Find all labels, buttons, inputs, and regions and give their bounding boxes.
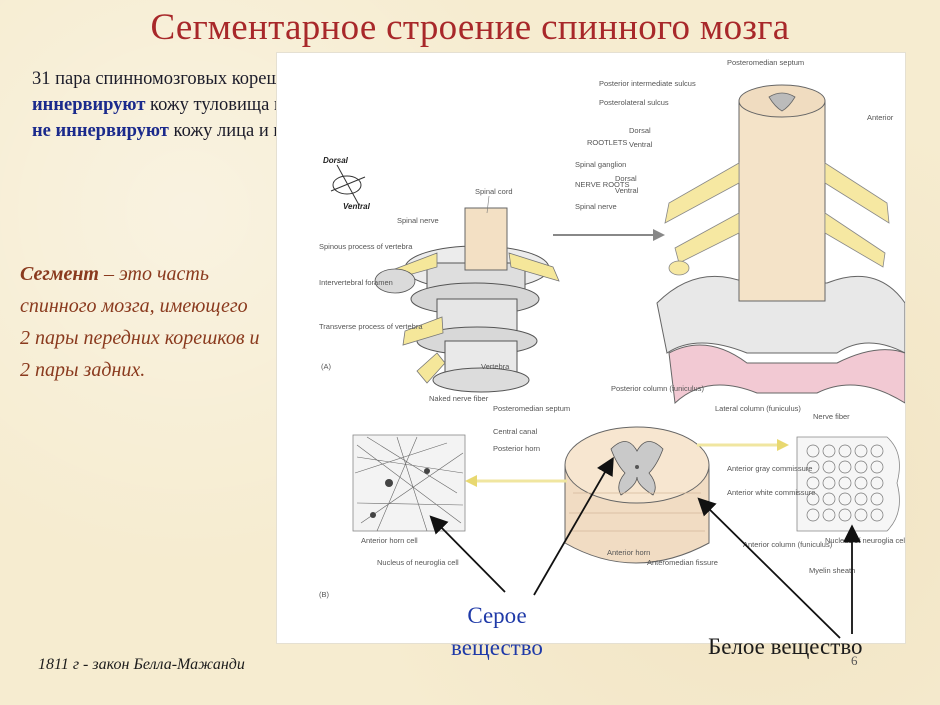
slide-title: Сегментарное строение спинного мозга (150, 7, 790, 48)
gray-matter-histology (352, 434, 466, 532)
nerve-fiber-label: Nerve fiber (813, 412, 850, 421)
orientation-compass: Dorsal Ventral (323, 156, 371, 211)
posterolateral-sulcus-label: Posterolateral sulcus (599, 98, 669, 107)
zoom-arrow-a (553, 229, 665, 241)
segment-definition: Сегмент – это часть спинного мозга, имею… (20, 258, 260, 386)
posterior-intermediate-sulcus-label: Posterior intermediate sulcus (599, 79, 696, 88)
anterior-white-commissure-label: Anterior white commissure (727, 488, 815, 497)
anterior-horn-label: Anterior horn (607, 548, 650, 557)
intervertebral-foramen-label: Intervertebral foramen (319, 278, 393, 287)
vertebra-label: Vertebra (481, 362, 510, 371)
not-innervate-keyword: не иннервируют (32, 121, 169, 141)
spinal-nerve-label-2: Spinal nerve (575, 202, 617, 211)
white-matter-label: Белое вещество (708, 634, 863, 659)
anterior-gray-commissure-label: Anterior gray commissure (727, 464, 812, 473)
nucleus-neuroglia-2-label: Nucleus of neuroglia cell (825, 536, 905, 545)
posterior-column-label: Posterior column (funiculus) (611, 384, 704, 393)
transverse-process-label: Transverse process of vertebra (319, 322, 423, 331)
spinal-nerve-label: Spinal nerve (397, 216, 439, 225)
vertebral-column-drawing (374, 207, 560, 393)
dorsal-label: Dorsal (323, 156, 349, 165)
roots-ventral-label: Ventral (615, 186, 639, 195)
posteromedian-septum-label: Posteromedian septum (727, 58, 804, 67)
segment-term: Сегмент (20, 263, 99, 285)
panel-b-label: (B) (319, 590, 330, 599)
spinal-ganglion-label: Spinal ganglion (575, 160, 626, 169)
cross-section-drawing (564, 426, 710, 564)
central-canal-label: Central canal (493, 427, 538, 436)
anterior-horn-cell-label: Anterior horn cell (361, 536, 418, 545)
spinous-process-label: Spinous process of vertebra (319, 242, 413, 251)
spinal-cord-label: Spinal cord (475, 187, 513, 196)
illustration-svg: Dorsal Ventral Spinal cord Spinal nerve … (319, 58, 905, 599)
nerve-roots-label: NERVE ROOTS (575, 180, 629, 189)
naked-nerve-fiber-label: Naked nerve fiber (429, 394, 489, 403)
white-matter-histology (796, 436, 900, 532)
page-number: 6 (851, 653, 858, 668)
segment-text: – это часть спинного мозга, имеющего 2 п… (20, 263, 260, 381)
panel-a-label: (A) (321, 362, 332, 371)
anterior-label: Anterior (867, 113, 894, 122)
rootlets-label: ROOTLETS (587, 138, 627, 147)
posteromedian-septum-b-label: Posteromedian septum (493, 404, 570, 413)
rootlets-dorsal-label: Dorsal (629, 126, 651, 135)
gray-matter-label: Серое вещество (451, 603, 543, 660)
anterior-column-label: Anterior column (funiculus) (743, 540, 833, 549)
innervate-keyword: иннервируют (32, 95, 146, 115)
spinal-cord-illustration: Dorsal Ventral Spinal cord Spinal nerve … (276, 52, 906, 644)
rootlets-ventral-label: Ventral (629, 140, 653, 149)
roots-dorsal-label: Dorsal (615, 174, 637, 183)
ventral-label: Ventral (343, 202, 371, 211)
posterior-horn-label: Posterior horn (493, 444, 540, 453)
myelin-sheath-label: Myelin sheath (809, 566, 855, 575)
enlarged-segment-drawing (656, 84, 905, 405)
nucleus-neuroglia-label: Nucleus of neuroglia cell (377, 558, 459, 567)
anteromedian-fissure-label: Anteromedian fissure (647, 558, 718, 567)
lateral-column-label: Lateral column (funiculus) (715, 404, 801, 413)
footer-note: 1811 г - закон Белла-Мажанди (38, 656, 245, 673)
